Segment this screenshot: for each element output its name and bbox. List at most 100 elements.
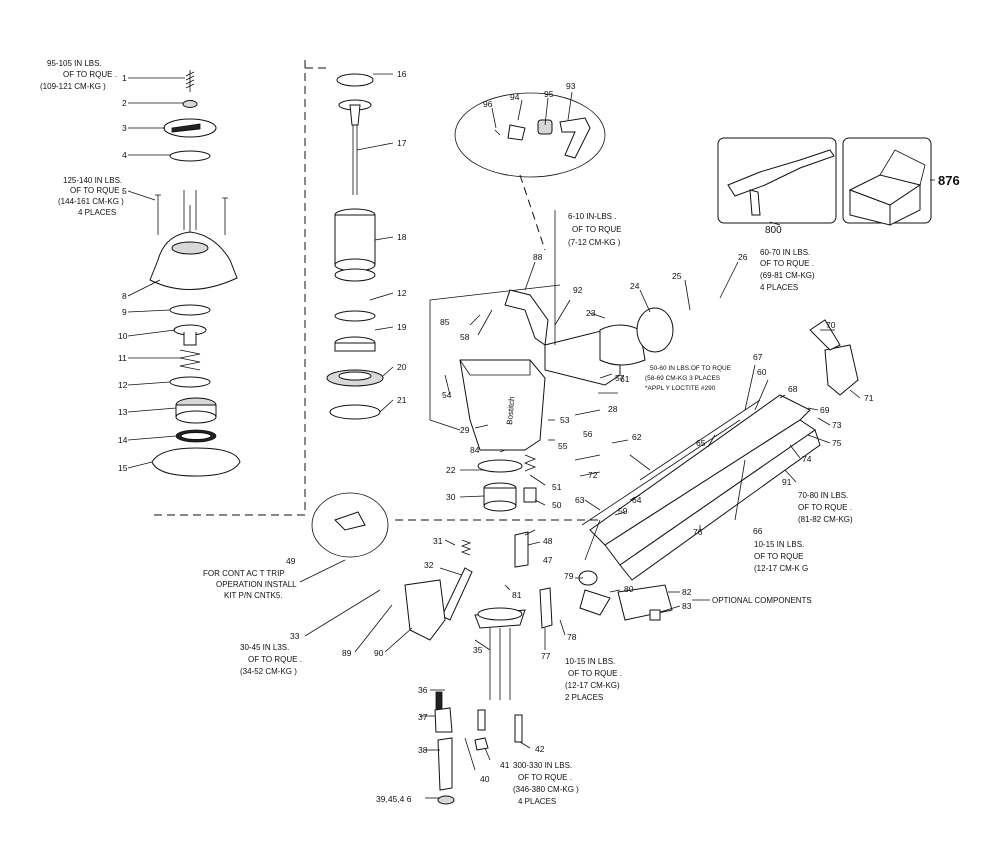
callout: 78 [567, 632, 577, 642]
callout: 67 [753, 352, 763, 362]
callout: 39,45,4 6 [376, 794, 412, 804]
optional-components-note: OPTIONAL COMPONENTS [712, 596, 812, 605]
callout: 8 [122, 291, 127, 301]
callout: 77 [541, 651, 551, 661]
callout: 94 [510, 92, 520, 102]
callout: 69 [820, 405, 830, 415]
callout: 90 [374, 648, 384, 658]
callout: 42 [535, 744, 545, 754]
callout: 59 [618, 506, 628, 516]
callout: 56 [583, 429, 593, 439]
callout: 74 [802, 454, 812, 464]
callout: 36 [418, 685, 428, 695]
callout: 82 [682, 587, 692, 597]
callout: 57 [615, 373, 625, 383]
callout: 12 [118, 380, 128, 390]
callout: 37 [418, 712, 428, 722]
callout: 28 [608, 404, 618, 414]
torque-note-88: 6-10 IN-LBS . OF TO RQUE (7-12 CM-KG ) [568, 212, 624, 247]
callout: 70 [826, 320, 836, 330]
callout: 38 [418, 745, 428, 755]
callout: 14 [118, 435, 128, 445]
callout: 4 [122, 150, 127, 160]
callout: 60 [757, 367, 767, 377]
callout: 29 [460, 425, 470, 435]
torque-note-5: 125-140 IN LBS. OF TO RQUE . (144-161 CM… [58, 176, 126, 217]
frame-housing: Bostitch [429, 284, 674, 512]
callout: 68 [788, 384, 798, 394]
leader-lines [127, 73, 935, 799]
callout: 63 [575, 495, 585, 505]
callout: 51 [552, 482, 562, 492]
callout: 85 [440, 317, 450, 327]
callout: 93 [566, 81, 576, 91]
callout: 96 [483, 99, 493, 109]
callout: 23 [586, 308, 596, 318]
callout: 13 [118, 407, 128, 417]
torque-note-33: 30-45 IN L3S. OF TO RQUE . (34-52 CM-KG … [240, 643, 304, 676]
torque-note-77: 10-15 IN LBS. OF TO RQUE . (12-17 CM-KG)… [565, 657, 624, 702]
torque-note-66: 10-15 IN LBS. OF TO RQUE (12-17 CM-K G [754, 540, 808, 573]
callout: 3 [122, 123, 127, 133]
nose-assembly [311, 492, 673, 805]
callout: 31 [433, 536, 443, 546]
callout: 30 [446, 492, 456, 502]
callout: 61 [620, 374, 630, 384]
valve-detail-circle [454, 92, 606, 178]
callout-labels: 1 2 3 4 5 8 9 10 11 12 13 14 15 16 17 18… [118, 69, 960, 804]
callout: 88 [533, 252, 543, 262]
callout: 49 [286, 556, 296, 566]
callout: 50 [552, 500, 562, 510]
torque-note-23: 50-60 IN LBS.OF TO RQUE (58-69 CM-KG 3 P… [645, 365, 733, 392]
callout: 15 [118, 463, 128, 473]
torque-note-91: 70-80 IN LBS. OF TO RQUE . (81-82 CM-KG) [798, 491, 854, 524]
callout: 19 [397, 322, 407, 332]
callout: 41 [500, 760, 510, 770]
callout: 5 [122, 186, 127, 196]
callout: 2 [122, 98, 127, 108]
callout: 92 [573, 285, 583, 295]
callout: 55 [558, 441, 568, 451]
callout: 12 [397, 288, 407, 298]
callout: 26 [738, 252, 748, 262]
callout: 24 [630, 281, 640, 291]
callout: 66 [753, 526, 763, 536]
callout: 79 [564, 571, 574, 581]
dashed-guides [150, 60, 600, 521]
callout: 22 [446, 465, 456, 475]
callout: 21 [397, 395, 407, 405]
callout: 84 [470, 445, 480, 455]
callout: 10 [118, 331, 128, 341]
callout: 35 [473, 645, 483, 655]
callout: 17 [397, 138, 407, 148]
callout: 95 [544, 89, 554, 99]
callout: 75 [832, 438, 842, 448]
accessory-boxes [717, 137, 932, 226]
callout: 18 [397, 232, 407, 242]
torque-note-1: 95-105 IN LBS. OF TO RQUE . (109-121 CM-… [40, 59, 119, 91]
callout: 16 [397, 69, 407, 79]
callout: 9 [122, 307, 127, 317]
callout: 53 [560, 415, 570, 425]
callout: 25 [672, 271, 682, 281]
callout: 64 [632, 495, 642, 505]
callout: 11 [118, 353, 127, 363]
torque-note-26: 60-70 IN LBS. OF TO RQUE . (69-81 CM-KG)… [760, 248, 817, 292]
contact-trip-note: FOR CONT AC T TRIP OPERATION INSTALL KIT… [203, 569, 299, 600]
cap-assembly [149, 70, 241, 477]
callout: 89 [342, 648, 352, 658]
callout: 1 [122, 73, 127, 83]
brand-label: Bostitch [505, 396, 516, 425]
callout: 58 [460, 332, 470, 342]
callout: 32 [424, 560, 434, 570]
callout: 62 [632, 432, 642, 442]
callout: 47 [543, 555, 553, 565]
torque-note-42: 300-330 IN LBS. OF TO RQUE . (346-380 CM… [513, 761, 581, 806]
callout: 83 [682, 601, 692, 611]
callout: 81 [512, 590, 522, 600]
callout: 73 [832, 420, 842, 430]
torque-notes: 95-105 IN LBS. OF TO RQUE . (109-121 CM-… [40, 59, 854, 806]
callout: 48 [543, 536, 553, 546]
callout: 33 [290, 631, 300, 641]
